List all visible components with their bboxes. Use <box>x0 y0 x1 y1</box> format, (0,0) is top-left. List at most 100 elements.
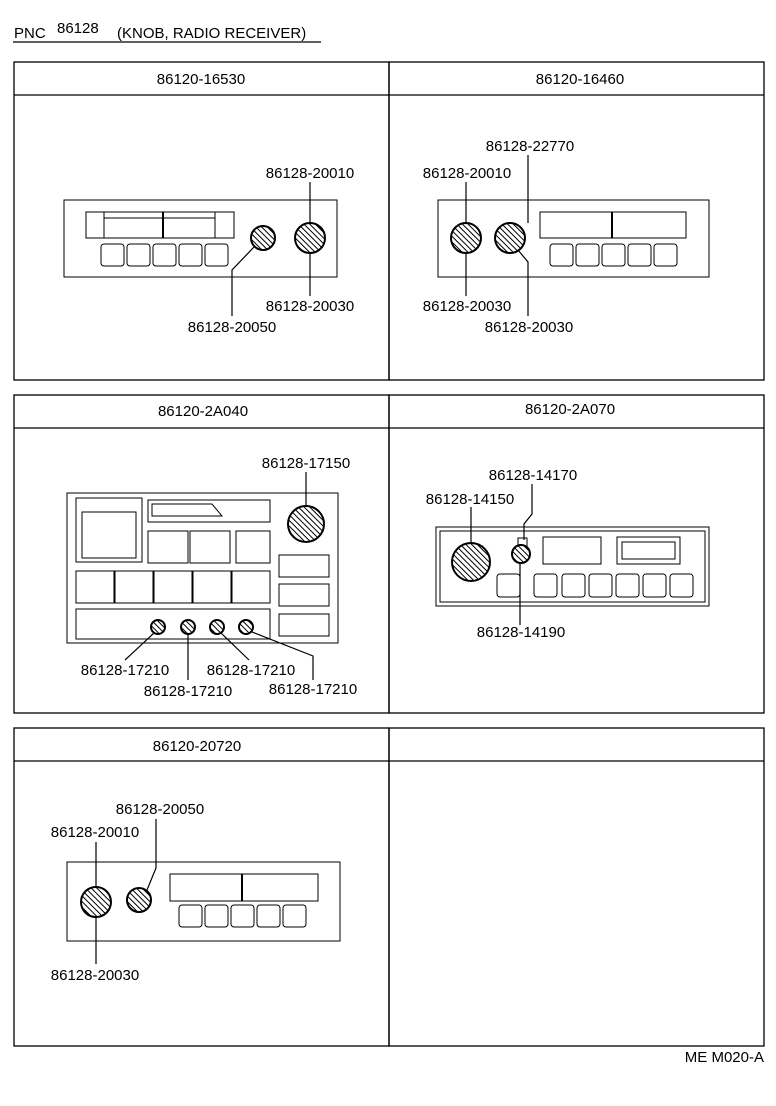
side-button <box>278 583 330 607</box>
preset-button <box>601 243 626 267</box>
page-header: PNC 86128 (KNOB, RADIO RECEIVER) <box>13 20 321 43</box>
knob <box>80 886 112 918</box>
preset-button <box>178 243 203 267</box>
callout-label: 86128-17210 <box>207 662 295 679</box>
radio-unit <box>66 492 339 644</box>
callout-label: 86128-20030 <box>51 967 139 984</box>
footer-code: ME M020-A <box>685 1049 764 1066</box>
callout-label: 86128-20030 <box>485 319 573 336</box>
preset-button <box>231 570 271 604</box>
callout-label: 86128-17210 <box>269 681 357 698</box>
display-window-inner <box>621 541 676 560</box>
radio-unit <box>63 199 338 278</box>
panel-86120-2A040: 86120-2A040 <box>13 394 390 714</box>
preset-button <box>533 573 558 598</box>
side-button <box>278 554 330 578</box>
preset-button <box>615 573 640 598</box>
display-window <box>147 499 271 523</box>
knob <box>294 222 326 254</box>
knob <box>150 619 166 635</box>
panel-86120-2A070: 86120-2A070 86128-14170 86128-1 <box>388 394 765 714</box>
pnc-label: PNC <box>14 25 46 42</box>
leader-line <box>523 484 533 540</box>
knob <box>238 619 254 635</box>
faceplate-inner <box>439 530 706 603</box>
callout-label: 86128-20030 <box>266 298 354 315</box>
knob <box>451 542 491 582</box>
preset-button <box>588 573 613 598</box>
preset-buttons <box>178 904 307 928</box>
display-window <box>169 873 319 902</box>
knob <box>494 222 526 254</box>
callout-label: 86128-20030 <box>423 298 511 315</box>
radio-faceplate <box>66 861 341 942</box>
preset-button <box>75 570 115 604</box>
radio-faceplate <box>435 526 710 607</box>
preset-button <box>230 904 255 928</box>
leader-line <box>517 249 529 316</box>
preset-button <box>256 904 281 928</box>
preset-button <box>153 570 193 604</box>
callout-label: 86128-14170 <box>489 467 577 484</box>
preset-button <box>152 243 177 267</box>
callout-label: 86128-22770 <box>486 138 574 155</box>
preset-button <box>653 243 678 267</box>
knob <box>450 222 482 254</box>
leader-line <box>251 631 314 680</box>
knob <box>209 619 225 635</box>
callout-label: 86128-17210 <box>144 683 232 700</box>
panel-86120-16460: 86120-16460 86128-22770 86128-20010 8612… <box>388 61 765 381</box>
preset-button <box>100 243 125 267</box>
preset-button <box>575 243 600 267</box>
preset-buttons <box>496 573 694 598</box>
display-window <box>616 536 681 565</box>
callout-label: 86128-17150 <box>262 455 350 472</box>
callout-label: 86128-17210 <box>81 662 169 679</box>
display-bezel <box>151 503 224 517</box>
preset-button <box>549 243 574 267</box>
radio-unit <box>437 199 710 278</box>
panel-part-number: 86120-2A040 <box>158 403 248 420</box>
panel-part-number: 86120-16460 <box>536 71 624 88</box>
leader-line <box>231 246 255 316</box>
cassette-slot-inner <box>81 511 137 559</box>
panel-86120-20720: 86120-20720 86128-20050 86128-20010 8612… <box>13 727 390 1047</box>
knob <box>287 505 325 543</box>
radio-unit <box>435 526 710 607</box>
radio-unit <box>66 861 341 942</box>
panel-frame <box>388 394 765 714</box>
knob <box>250 225 276 251</box>
cassette-slot <box>75 497 143 563</box>
preset-button <box>178 904 203 928</box>
panel-frame <box>13 394 390 714</box>
control-strip <box>75 608 271 640</box>
radio-faceplate <box>437 199 710 278</box>
preset-button <box>496 573 521 598</box>
function-button <box>235 530 271 564</box>
panel-frame <box>388 61 765 381</box>
pnc-number: 86128 <box>57 20 99 37</box>
panel-part-number: 86120-2A070 <box>525 401 615 418</box>
knob <box>180 619 196 635</box>
panel-part-number: 86120-20720 <box>153 738 241 755</box>
preset-button <box>642 573 667 598</box>
preset-buttons <box>549 243 678 267</box>
callout-label: 86128-20010 <box>266 165 354 182</box>
preset-button <box>192 570 232 604</box>
callout-label: 86128-20050 <box>116 801 204 818</box>
leader-line <box>124 632 155 661</box>
leader-line <box>220 632 250 661</box>
radio-faceplate <box>66 492 339 644</box>
callout-label: 86128-20050 <box>188 319 276 336</box>
preset-button <box>126 243 151 267</box>
preset-button <box>114 570 154 604</box>
callout-label: 86128-14190 <box>477 624 565 641</box>
preset-button <box>282 904 307 928</box>
preset-button <box>627 243 652 267</box>
callout-label: 86128-20010 <box>423 165 511 182</box>
side-button <box>278 613 330 637</box>
function-button <box>147 530 189 564</box>
function-button <box>189 530 231 564</box>
preset-button <box>204 243 229 267</box>
